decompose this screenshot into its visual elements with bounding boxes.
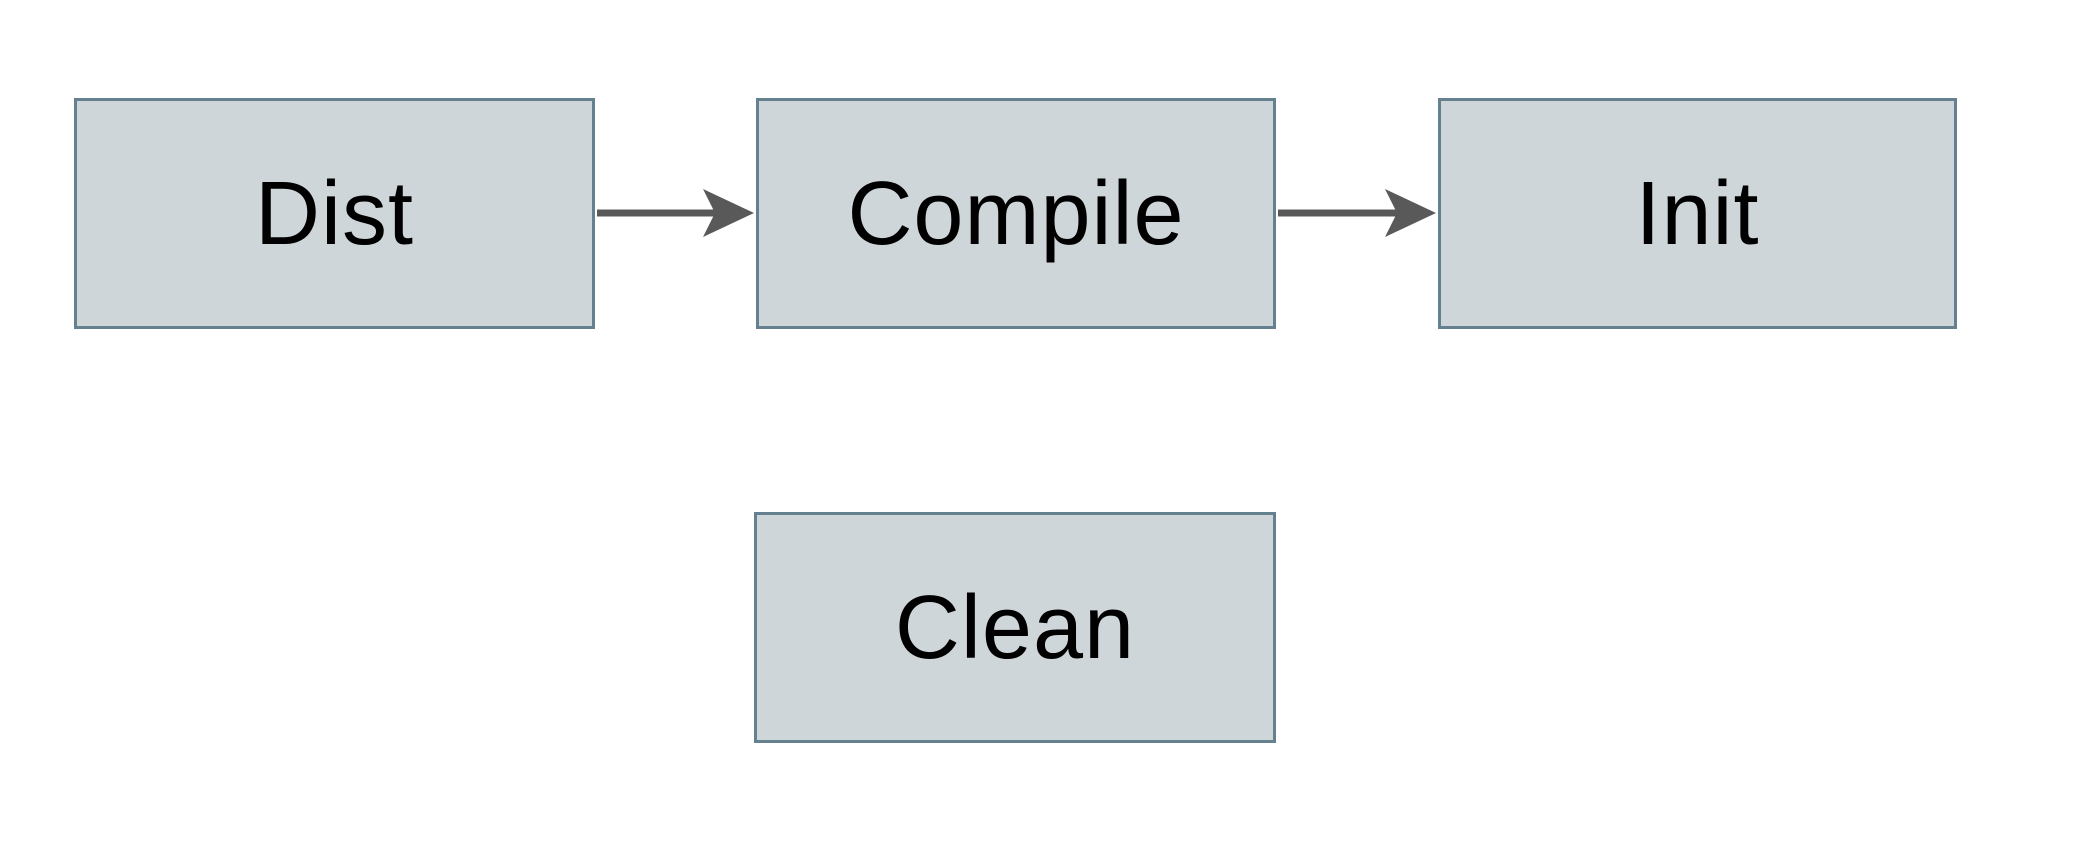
node-dist-label: Dist [255,163,414,264]
node-clean-label: Clean [894,577,1136,678]
arrowhead-icon [703,189,754,237]
node-init-label: Init [1635,163,1760,264]
node-compile: Compile [756,98,1276,329]
arrowhead-icon [1385,189,1436,237]
node-dist: Dist [74,98,595,329]
edge-dist-to-compile [597,189,754,237]
node-clean: Clean [754,512,1276,743]
node-init: Init [1438,98,1957,329]
node-compile-label: Compile [847,163,1185,264]
edge-compile-to-init [1278,189,1436,237]
